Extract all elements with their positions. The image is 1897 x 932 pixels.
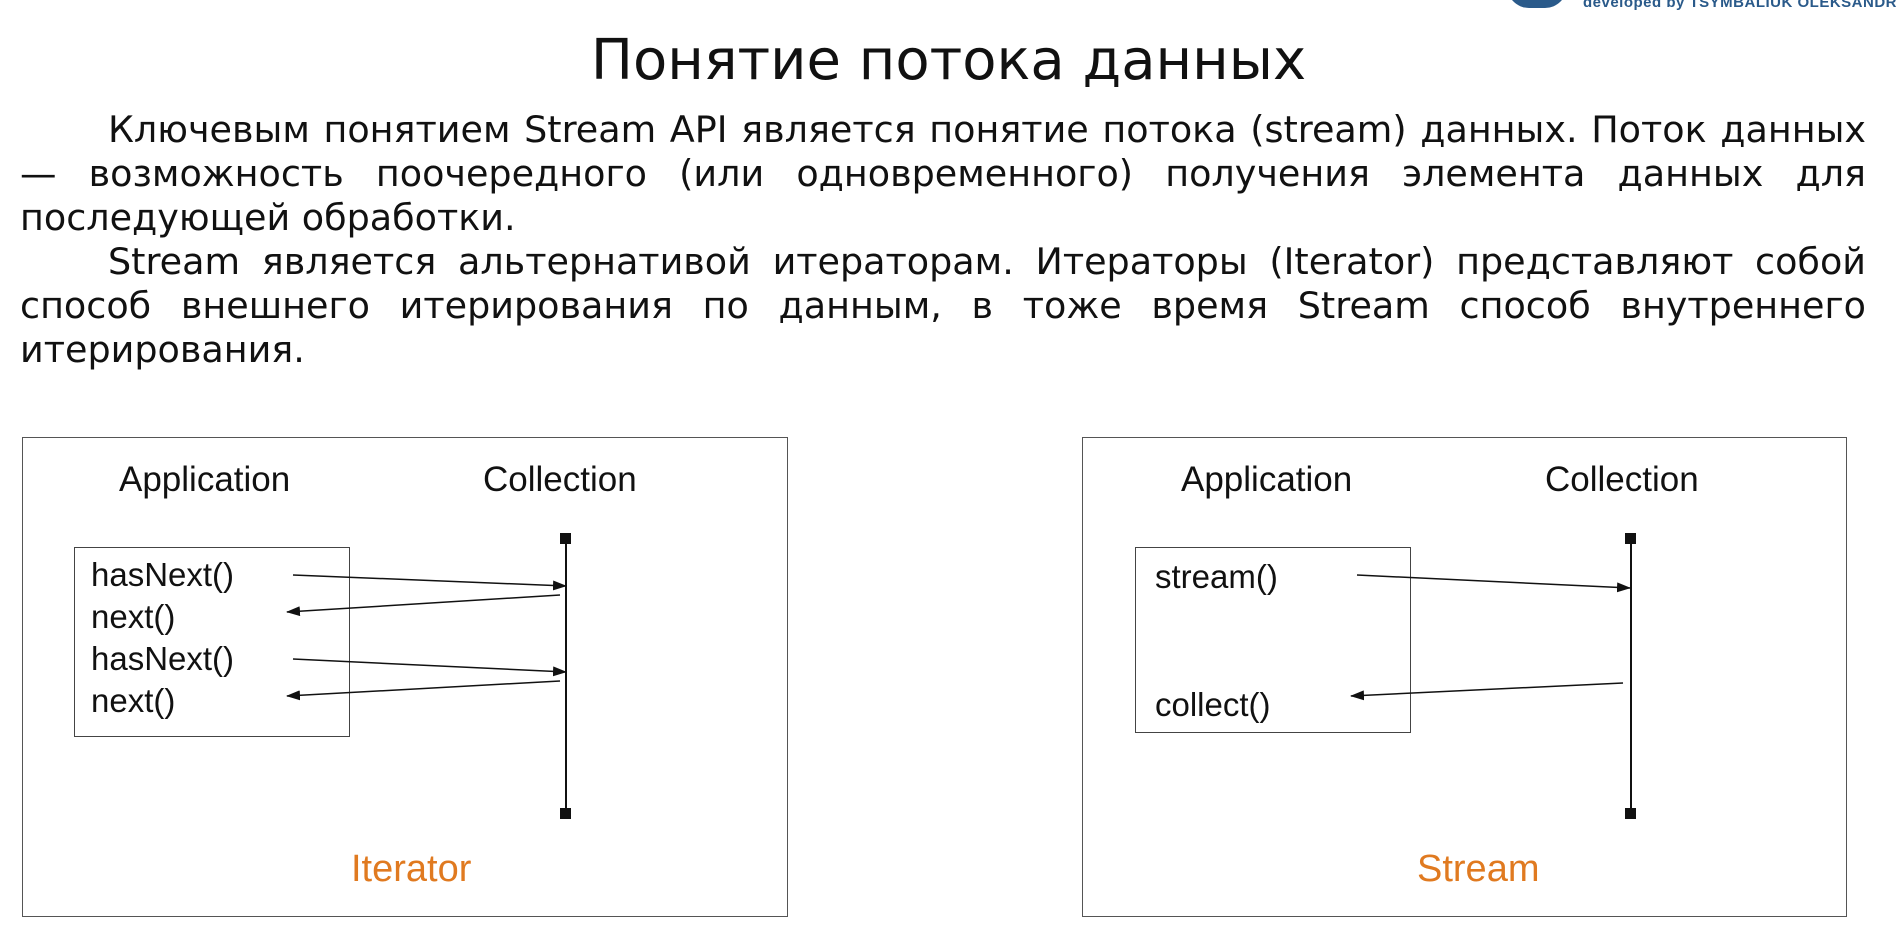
stream-diagram: Application Collection stream() collect(…	[1082, 437, 1847, 917]
paragraph-1: Ключевым понятием Stream API является по…	[20, 108, 1866, 239]
stream-application-label: Application	[1181, 460, 1353, 499]
arrow-hasnext-2	[292, 658, 567, 677]
arrow-next-2	[286, 680, 561, 701]
method-next-2: next()	[91, 682, 176, 719]
iterator-diagram: Application Collection hasNext() next() …	[22, 437, 788, 917]
iterator-sequence-lines	[286, 533, 571, 819]
lifeline-end-icon	[1625, 808, 1636, 819]
logo-mark-icon	[1507, 0, 1567, 8]
method-collect: collect()	[1155, 686, 1271, 723]
iterator-collection-label: Collection	[483, 460, 637, 499]
lifeline-start-icon	[1625, 533, 1636, 544]
iterator-method-box	[74, 547, 350, 737]
method-hasnext-2: hasNext()	[91, 640, 235, 677]
iterator-caption: Iterator	[351, 848, 472, 890]
method-next-1: next()	[91, 598, 176, 635]
method-hasnext-1: hasNext()	[91, 556, 235, 593]
stream-sequence-lines	[1350, 533, 1636, 819]
arrow-hasnext-1	[292, 574, 567, 591]
method-stream: stream()	[1155, 558, 1278, 595]
iterator-application-label: Application	[119, 460, 291, 499]
lifeline-start-icon	[560, 533, 571, 544]
stream-collection-label: Collection	[1545, 460, 1699, 499]
stream-method-box	[1135, 547, 1411, 733]
arrow-stream	[1356, 574, 1631, 593]
arrow-collect	[1350, 682, 1624, 701]
body-text: Ключевым понятием Stream API является по…	[20, 108, 1866, 372]
arrow-next-1	[286, 594, 561, 617]
credit-text: developed by TSYMBALIUK OLEKSANDR	[1582, 0, 1897, 11]
paragraph-2: Stream является альтернативой итераторам…	[20, 240, 1866, 371]
slide-title: Понятие потока данных	[590, 28, 1307, 93]
stream-caption: Stream	[1417, 848, 1540, 890]
lifeline-end-icon	[560, 808, 571, 819]
